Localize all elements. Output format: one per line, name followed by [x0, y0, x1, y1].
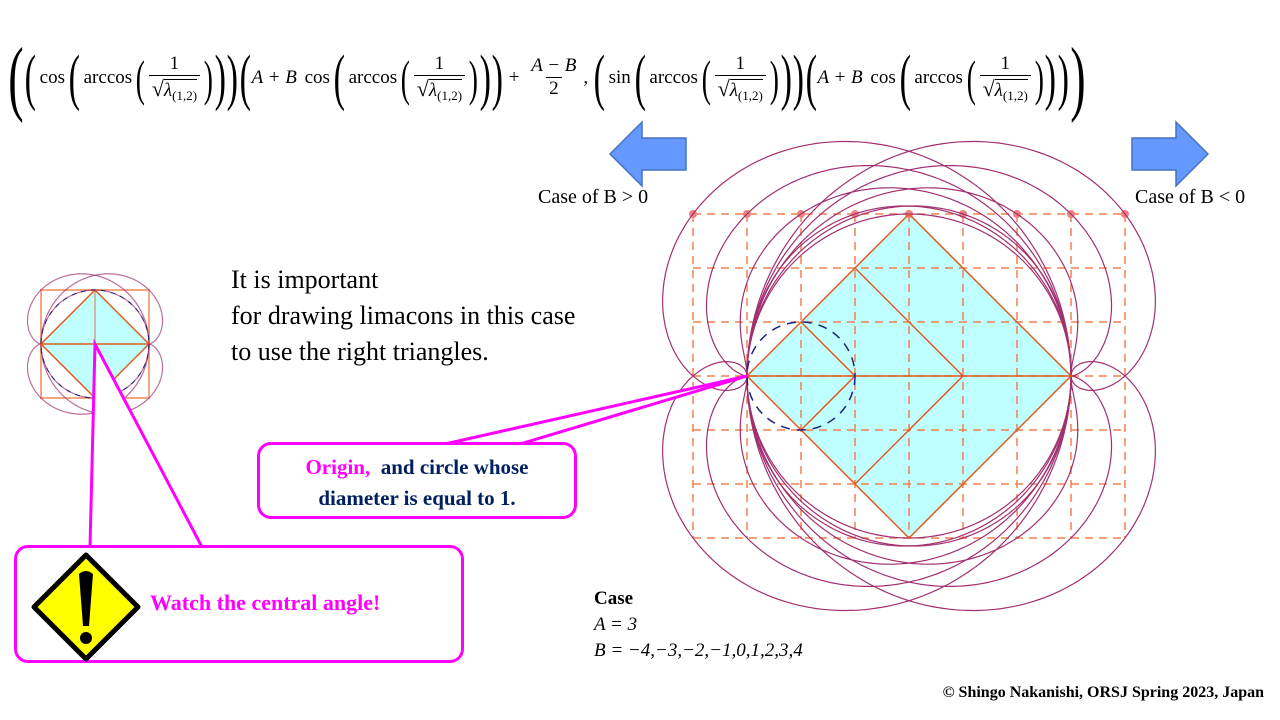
formula-token: 1 — [735, 52, 745, 74]
formula-token: 1 — [169, 52, 180, 74]
formula-token: 2 — [549, 78, 559, 100]
formula-token: cos — [39, 67, 65, 88]
formula-token: λ — [163, 79, 173, 101]
lambda-subscript: (1,2) — [1002, 87, 1028, 103]
paren: ) — [1057, 44, 1070, 112]
callout-text: diameter is equal to 1. — [318, 486, 516, 510]
case-title: Case — [594, 588, 634, 609]
paren: ( — [24, 44, 36, 112]
inverse-sqrt-lambda: 1√λ(1,2) — [714, 52, 766, 103]
lambda-subscript: (1,2) — [172, 87, 198, 103]
paren: ) — [792, 44, 805, 112]
paren: ( — [805, 44, 817, 112]
warning-text: Watch the central angle! — [150, 590, 381, 615]
formula-token: cos — [304, 67, 330, 88]
inverse-sqrt-lambda: 1√λ(1,2) — [979, 52, 1031, 103]
paren: ( — [333, 44, 345, 112]
copyright-notice: © Shingo Nakanishi, ORSJ Spring 2023, Ja… — [942, 684, 1264, 701]
paren: ( — [966, 50, 976, 106]
case-parameters: Case A = 3 B = −4,−3,−2,−1,0,1,2,3,4 — [594, 586, 803, 664]
inverse-sqrt-lambda: 1√λ(1,2) — [148, 52, 201, 103]
inverse-sqrt-lambda: 1√λ(1,2) — [413, 52, 466, 103]
explanation-line: to use the right triangles. — [231, 337, 489, 366]
limacon-parametric-formula: ((cos(arccos(1√λ(1,2))))(A + B cos(arcco… — [8, 31, 1086, 124]
formula-token: λ — [994, 79, 1003, 101]
formula-token: , — [583, 67, 589, 88]
explanation-text: It is important for drawing limacons in … — [231, 262, 575, 370]
formula-token: A + B — [251, 67, 297, 88]
paren: ) — [780, 44, 792, 112]
formula-token: 1 — [434, 52, 445, 74]
formula-token: + — [508, 67, 520, 88]
paren: ) — [214, 44, 226, 112]
paren: ) — [468, 50, 478, 106]
paren: ( — [239, 44, 252, 112]
case-b-negative-label: Case of B < 0 — [1135, 186, 1246, 208]
formula-token: arccos — [914, 67, 963, 88]
warning-callout-pointer — [88, 338, 205, 549]
paren: ) — [479, 44, 491, 112]
origin-callout: Origin, and circle whose diameter is equ… — [257, 442, 577, 519]
paren: ) — [203, 50, 213, 106]
formula-token: λ — [729, 79, 738, 101]
formula-token: λ — [428, 79, 438, 101]
formula-token: arccos — [649, 67, 698, 88]
paren: ) — [1045, 44, 1057, 112]
formula-token: A − B — [531, 55, 577, 77]
paren: ) — [1034, 50, 1044, 106]
paren: ( — [68, 44, 80, 112]
paren: ( — [899, 44, 911, 112]
medium-right-triangle — [854, 267, 965, 485]
paren: ( — [701, 50, 711, 106]
formula-token: cos — [870, 67, 896, 88]
explanation-line: for drawing limacons in this case — [231, 301, 576, 330]
case-b-values: B = −4,−3,−2,−1,0,1,2,3,4 — [594, 640, 803, 661]
case-b-positive-label: Case of B > 0 — [538, 186, 649, 208]
unit-diameter-circle — [746, 321, 856, 431]
paren: ( — [593, 44, 605, 112]
formula-token: A + B — [817, 67, 863, 88]
paren: ) — [227, 44, 239, 112]
formula-token: arccos — [348, 67, 398, 88]
origin-label: Origin, — [305, 455, 371, 479]
lambda-subscript: (1,2) — [737, 87, 763, 103]
formula-token: 1 — [1000, 52, 1010, 74]
paren: ( — [400, 50, 411, 106]
paren: ) — [1070, 31, 1086, 124]
paren: ) — [491, 44, 504, 112]
formula-token: arccos — [83, 67, 133, 88]
arrow-right-icon[interactable] — [1128, 120, 1210, 188]
paren: ( — [8, 31, 24, 124]
formula-token: sin — [608, 67, 631, 88]
callout-text: and circle whose — [380, 455, 529, 479]
origin-callout-pointer — [444, 374, 748, 446]
arrow-left-icon[interactable] — [608, 120, 690, 188]
paren: ) — [769, 50, 779, 106]
case-a-value: A = 3 — [594, 614, 638, 635]
warning-icon — [31, 552, 141, 662]
paren: ( — [135, 50, 146, 106]
lambda-subscript: (1,2) — [437, 87, 463, 103]
paren: ( — [634, 44, 646, 112]
explanation-line: It is important — [231, 265, 379, 294]
